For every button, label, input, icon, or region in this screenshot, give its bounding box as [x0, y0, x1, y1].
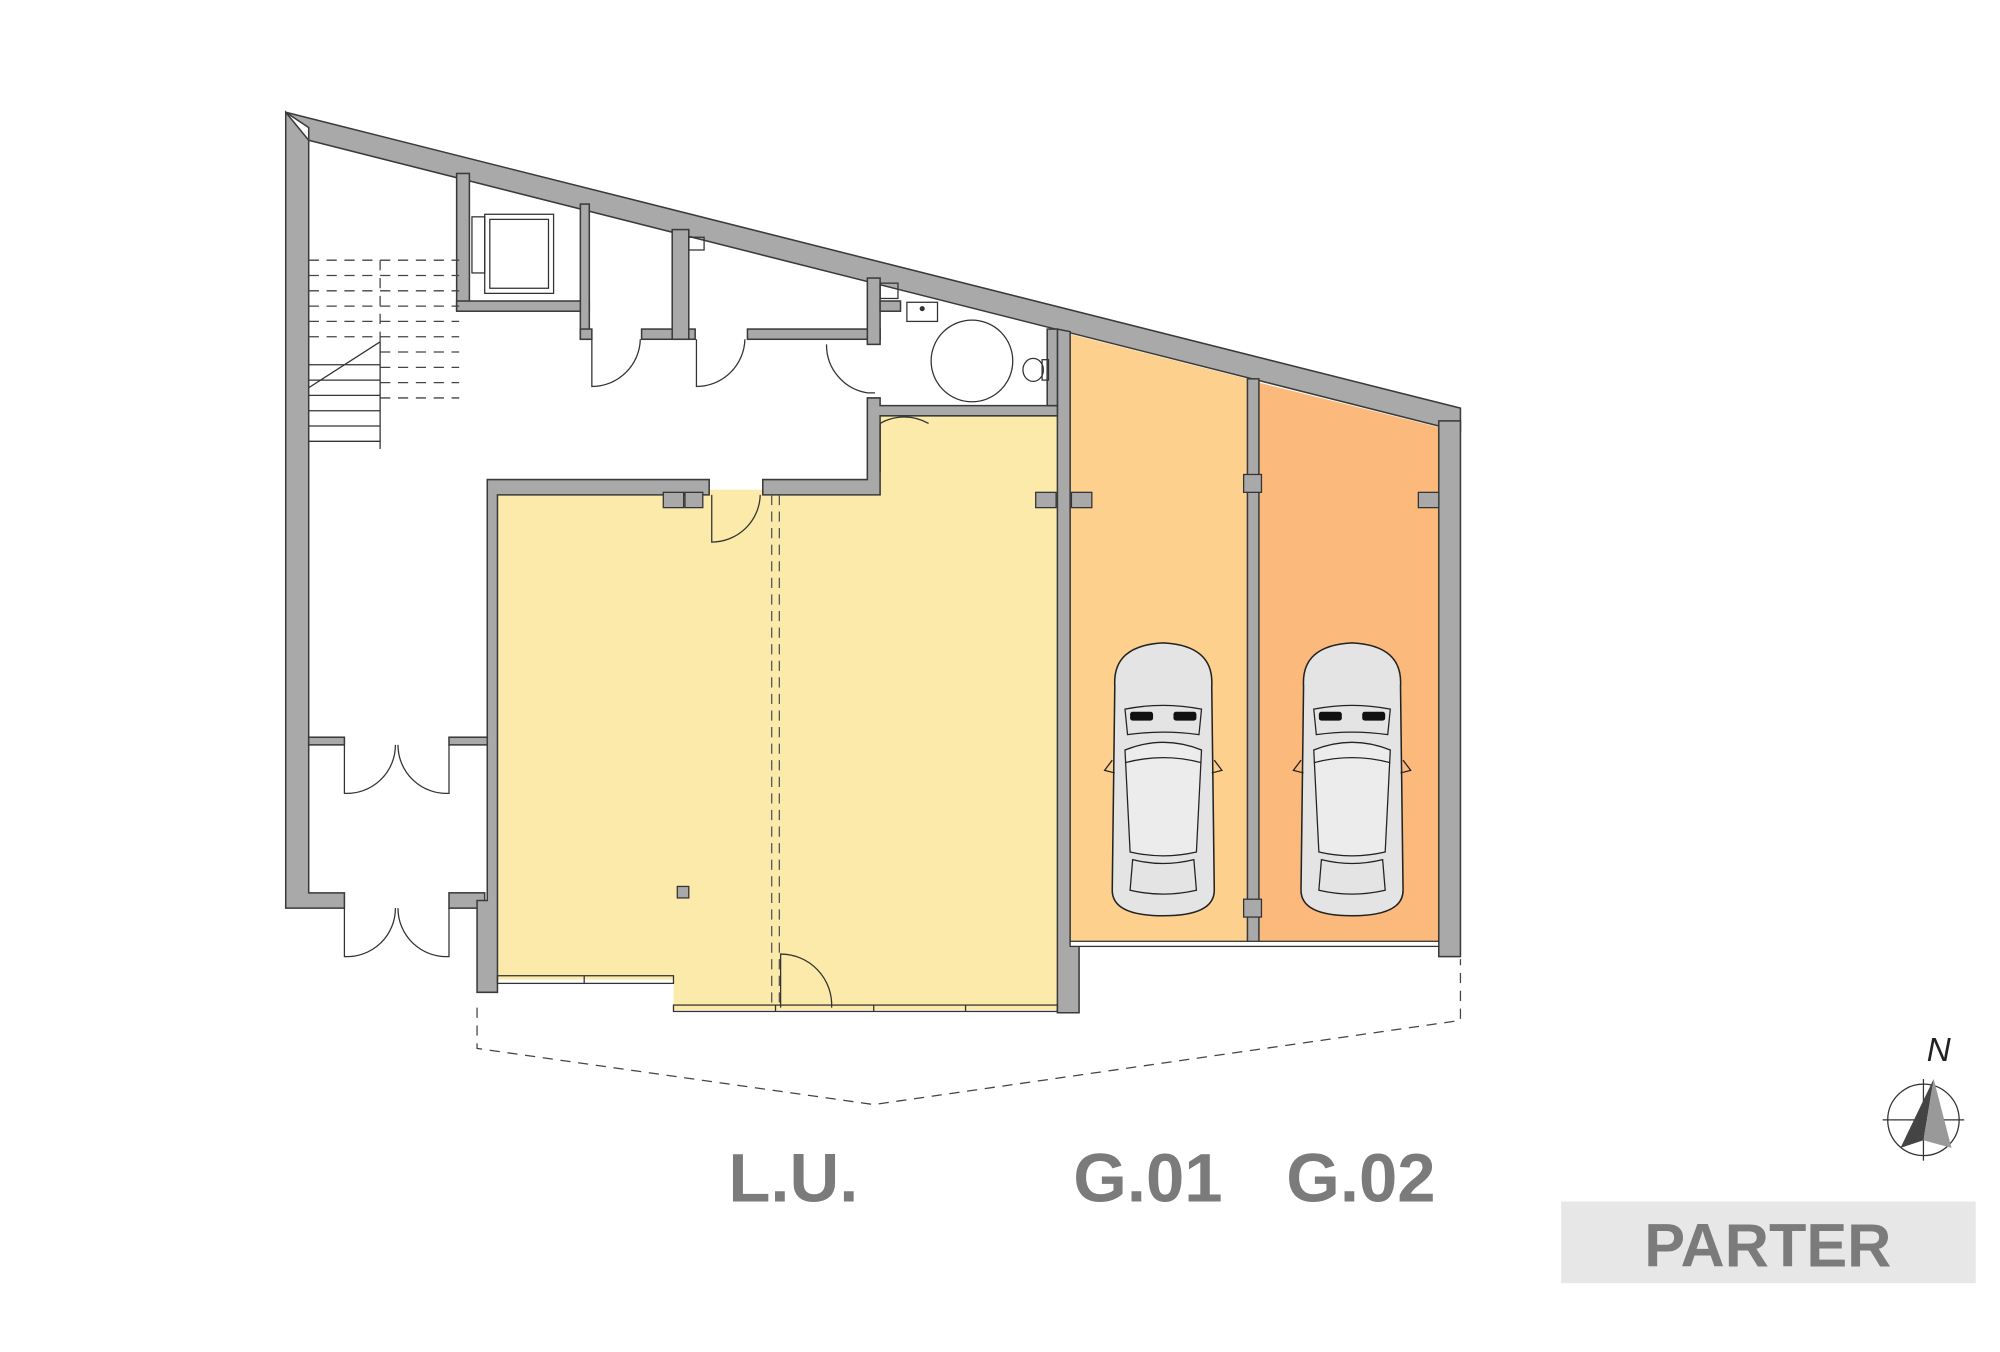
unit-label-lu: L.U.: [728, 1139, 858, 1216]
site-outline: [476, 959, 1462, 1106]
east-wall: [1437, 420, 1462, 958]
elevator-icon: [471, 213, 555, 294]
turning-circle: [930, 319, 1014, 403]
room-wall: [866, 277, 881, 346]
toilet-icon: [1022, 357, 1050, 383]
room-wall: [879, 300, 902, 312]
unit-label-g02: G.02: [1286, 1139, 1435, 1216]
columns: [662, 473, 1440, 918]
room-wall: [579, 328, 593, 341]
room-wall: [579, 203, 591, 341]
unit-lu-area[interactable]: [497, 415, 1058, 1011]
doors: [343, 339, 929, 1008]
windows: [496, 940, 1440, 1013]
stairs-icon: [308, 259, 460, 449]
sink-icon: [906, 301, 939, 323]
floor-title-box: [1561, 1201, 1976, 1284]
west-wall: [284, 110, 346, 909]
garage-divider-wall: [1246, 378, 1260, 945]
shaft: [879, 282, 899, 300]
room-wall: [1046, 328, 1059, 407]
wing-wall: [307, 736, 346, 746]
floor-title: PARTER: [1644, 1212, 1891, 1280]
north-label: N: [1927, 1032, 1951, 1069]
unit-label-g01: G.01: [1073, 1139, 1222, 1216]
shaft: [688, 236, 705, 251]
wing-wall: [448, 736, 489, 746]
elevator-wall: [455, 300, 591, 312]
room-wall: [671, 228, 690, 341]
north-compass-icon: N: [1882, 1032, 1965, 1161]
car-icon: [1103, 642, 1223, 917]
lu-north-wall: [476, 478, 710, 994]
room-wall: [746, 328, 881, 341]
room-wall: [640, 328, 696, 341]
elevator-wall: [455, 172, 471, 311]
car-icon: [1292, 642, 1412, 917]
